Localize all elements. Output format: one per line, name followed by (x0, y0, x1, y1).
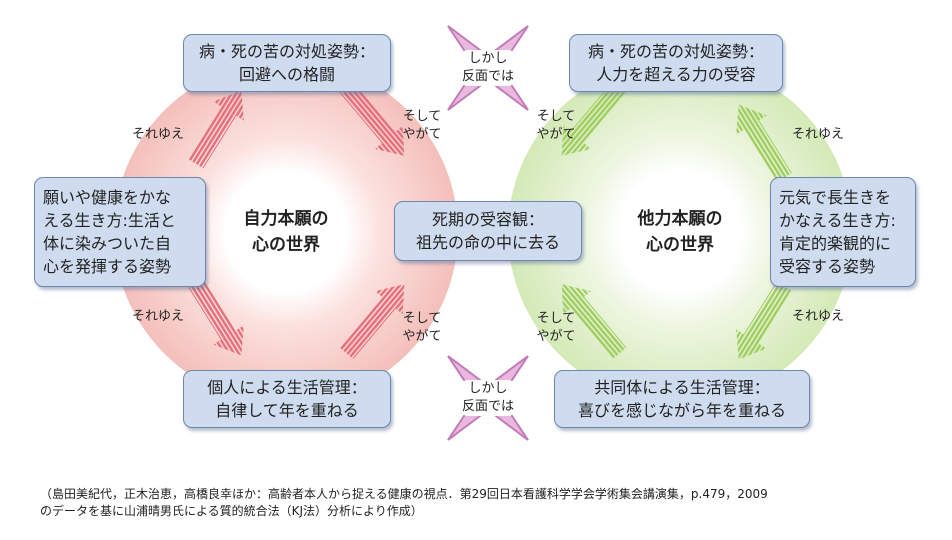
box-bottom-right: 共同体による生活管理： 喜びを感じながら年を重ねる (554, 370, 810, 428)
source-citation: （島田美紀代，正木治恵，高橋良幸ほか：高齢者本人から捉える健康の視点．第29回日… (40, 487, 768, 518)
diagram-background (114, 25, 852, 441)
box-bottom-left: 個人による生活管理： 自律して年を重ねる (183, 370, 391, 428)
left-arrow-up (188, 90, 244, 169)
label-soshite-top-right: そして やがて (536, 109, 576, 142)
box-top-right: 病・死の苦の対処姿勢： 人力を超える力の受容 (569, 34, 783, 92)
label-soreyue-top-left: それゆえ (131, 127, 184, 142)
x-mark-top (447, 25, 529, 111)
box-bottom-right-text: 共同体による生活管理： 喜びを感じながら年を重ねる (577, 378, 786, 420)
box-top-right-text: 病・死の苦の対処姿勢： 人力を超える力の受容 (587, 42, 764, 84)
x-mark-bottom (447, 355, 529, 441)
label-soshite-bottom-right: そして やがて (536, 311, 576, 344)
right-world-label: 他力本願の 心の世界 (637, 209, 723, 255)
left-arrow-down (188, 277, 244, 356)
right-world-core (618, 170, 742, 294)
box-mid-right-text: 元気で長生きを かなえる生き方: 肯定的楽観的に 受容する姿勢 (779, 188, 896, 276)
box-top-left-text: 病・死の苦の対処姿勢： 回避への格闘 (198, 42, 375, 84)
right-arrow-top-to-center (561, 80, 627, 156)
box-mid-left-text: 願いや健康をかな える生き方:生活と 体に染みついた自 心を発揮する姿勢 (43, 188, 176, 276)
box-mid-left: 願いや健康をかな える生き方:生活と 体に染みついた自 心を発揮する姿勢 (34, 177, 206, 287)
label-soreyue-bottom-right: それゆえ (791, 309, 844, 324)
box-center: 死期の受容観： 祖先の命の中に去る (394, 201, 582, 261)
right-arrow-down (736, 281, 792, 360)
left-world-core (224, 170, 348, 294)
box-center-text: 死期の受容観： 祖先の命の中に去る (415, 210, 560, 252)
label-shikashi-top: しかし 反面では (461, 51, 514, 84)
left-arrow-bottom-to-center (339, 284, 405, 360)
left-world-label: 自力本願の 心の世界 (243, 209, 329, 255)
box-mid-right: 元気で長生きを かなえる生き方: 肯定的楽観的に 受容する姿勢 (770, 177, 916, 287)
label-soreyue-top-right: それゆえ (791, 127, 844, 142)
box-top-left: 病・死の苦の対処姿勢： 回避への格闘 (183, 34, 391, 92)
left-arrow-top-to-center (339, 80, 405, 156)
right-arrow-bottom-to-center (561, 284, 627, 360)
box-bottom-left-text: 個人による生活管理： 自律して年を重ねる (207, 378, 367, 420)
right-arrow-up (736, 104, 792, 183)
label-soshite-bottom-left: そして やがて (402, 311, 442, 344)
label-soshite-top-left: そして やがて (402, 109, 442, 142)
label-soreyue-bottom-left: それゆえ (131, 309, 184, 324)
diagram: 病・死の苦の対処姿勢： 回避への格闘 病・死の苦の対処姿勢： 人力を超える力の受… (34, 25, 916, 441)
label-shikashi-bottom: しかし 反面では (461, 381, 514, 414)
